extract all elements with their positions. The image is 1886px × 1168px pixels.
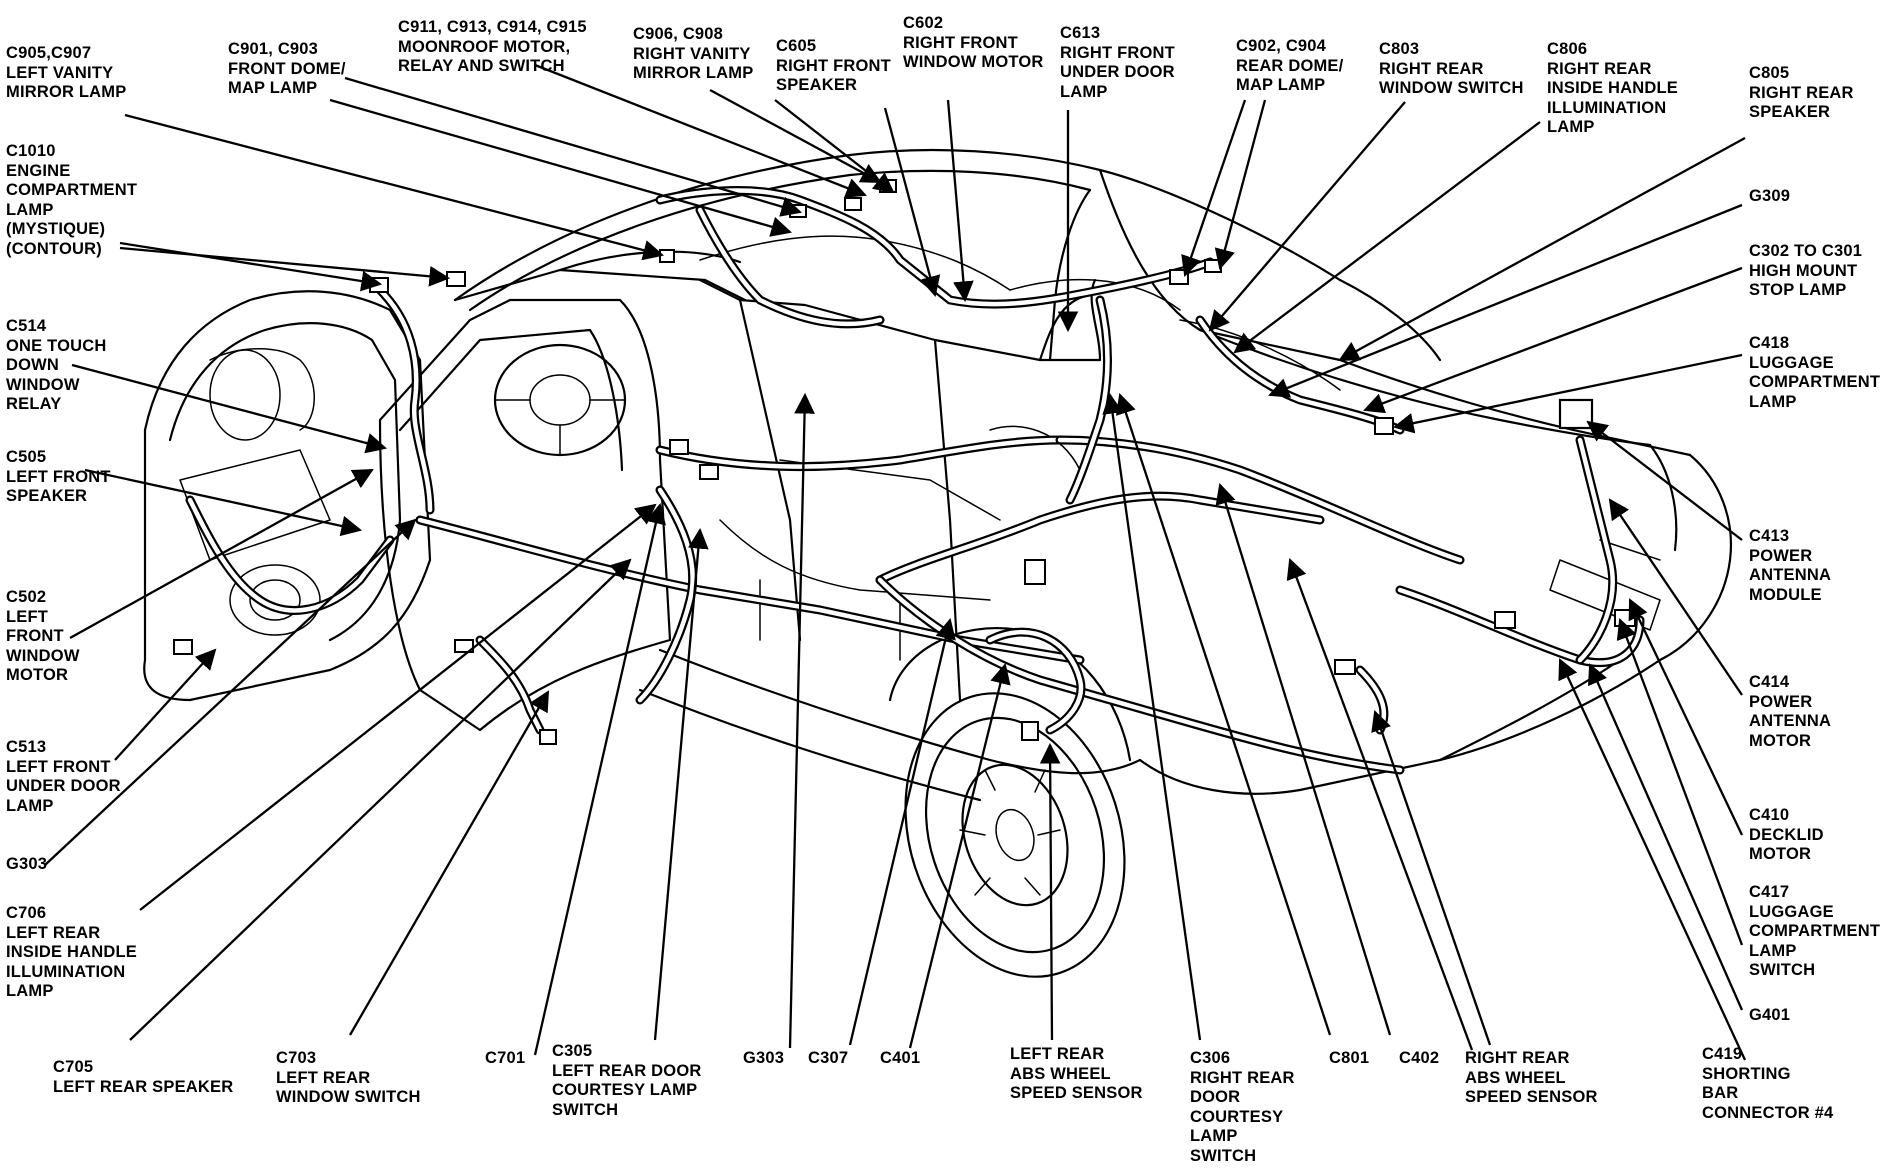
label-c701: C701 [485,1049,526,1067]
label-c401: C401 [880,1049,921,1067]
label-g303-bottom: G303 [743,1049,785,1067]
label-g309: G309 [1749,187,1791,205]
connectors [173,179,1636,745]
label-c307: C307 [808,1049,849,1067]
label-c801: C801 [1329,1049,1370,1067]
wiring-harness [185,186,1645,775]
label-g401: G401 [1749,1006,1791,1024]
leader-lines [44,63,1747,1061]
label-g303-left: G303 [6,855,48,873]
label-c402: C402 [1399,1049,1440,1067]
